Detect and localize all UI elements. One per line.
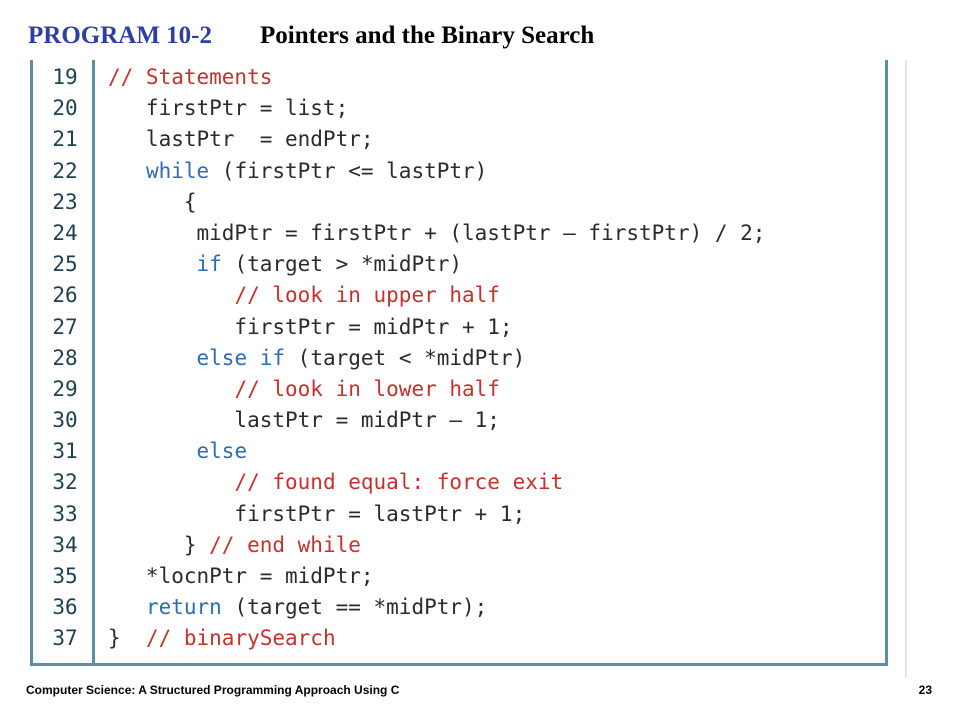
line-code: if (target > *midPtr) <box>108 249 463 280</box>
line-number: 31 <box>52 439 78 464</box>
code-listing-frame <box>30 60 888 666</box>
line-code: while (firstPtr <= lastPtr) <box>108 156 487 187</box>
code-line: 22 while (firstPtr <= lastPtr) <box>0 156 888 187</box>
code-comment: // look in lower half <box>234 376 500 401</box>
code-text <box>108 159 146 183</box>
line-number: 27 <box>52 314 78 339</box>
code-text <box>108 439 197 463</box>
code-line: 33 firstPtr = lastPtr + 1; <box>0 499 888 530</box>
code-text: lastPtr = endPtr; <box>108 127 374 152</box>
line-number: 24 <box>52 220 78 245</box>
code-line: 34 } // end while <box>0 530 888 561</box>
code-text: firstPtr = list; <box>108 96 349 121</box>
code-line: 35 *locnPtr = midPtr; <box>0 561 888 592</box>
code-text: *locnPtr = midPtr; <box>108 564 374 588</box>
code-line: 25 if (target > *midPtr) <box>0 249 888 280</box>
code-text: } <box>108 532 210 557</box>
code-text <box>108 470 234 494</box>
code-comment: // found equal: force exit <box>234 470 564 495</box>
code-keyword: return <box>145 595 222 620</box>
code-text: (target < *midPtr) <box>285 345 526 370</box>
line-code: lastPtr = midPtr – 1; <box>108 405 500 436</box>
line-code: firstPtr = midPtr + 1; <box>108 312 513 343</box>
code-line: 20 firstPtr = list; <box>0 93 888 124</box>
code-comment: // end while <box>209 532 361 557</box>
footer-page-number: 23 <box>918 683 932 697</box>
code-text: { <box>108 189 197 214</box>
program-title: Pointers and the Binary Search <box>260 22 595 49</box>
slide-edge-divider <box>905 60 907 678</box>
line-number: 34 <box>52 532 78 557</box>
line-number: 22 <box>52 158 78 183</box>
program-label: PROGRAM 10-2 <box>28 22 212 49</box>
code-line: 37} // binarySearch <box>0 623 888 654</box>
line-number: 28 <box>52 345 78 370</box>
footer-book-title: Computer Science: A Structured Programmi… <box>26 683 400 697</box>
line-number: 36 <box>52 595 78 620</box>
code-text: midPtr = firstPtr + (lastPtr – firstPtr)… <box>108 220 766 245</box>
code-comment: // Statements <box>108 65 273 89</box>
line-number: 21 <box>52 127 78 152</box>
code-text: firstPtr = midPtr + 1; <box>108 314 513 339</box>
line-number: 26 <box>52 283 78 308</box>
line-code: { <box>108 187 197 218</box>
code-line: 28 else if (target < *midPtr) <box>0 343 888 374</box>
line-number: 35 <box>52 564 78 588</box>
code-line: 31 else <box>0 436 888 467</box>
code-comment: // binarySearch <box>145 626 336 651</box>
line-code: // Statements <box>108 62 272 93</box>
line-number: 29 <box>52 376 78 401</box>
code-keyword: else if <box>196 345 286 370</box>
code-text <box>108 595 146 619</box>
code-keyword: while <box>145 158 210 183</box>
line-code: return (target == *midPtr); <box>108 592 487 623</box>
line-number: 20 <box>52 96 78 121</box>
line-code: // look in upper half <box>108 280 500 311</box>
line-code: else if (target < *midPtr) <box>108 343 526 374</box>
line-number: 30 <box>52 408 78 433</box>
code-line: 21 lastPtr = endPtr; <box>0 124 888 155</box>
code-line: 30 lastPtr = midPtr – 1; <box>0 405 888 436</box>
line-number: 37 <box>52 626 78 651</box>
line-number: 25 <box>52 252 78 277</box>
code-keyword: else <box>196 439 248 464</box>
line-code: // look in lower half <box>108 374 500 405</box>
code-text <box>108 346 197 370</box>
code-line: 36 return (target == *midPtr); <box>0 592 888 623</box>
line-code: } // binarySearch <box>108 623 336 654</box>
line-number: 32 <box>52 470 78 495</box>
line-number-gutter-divider <box>92 60 95 665</box>
code-line: 24 midPtr = firstPtr + (lastPtr – firstP… <box>0 218 888 249</box>
line-code: midPtr = firstPtr + (lastPtr – firstPtr)… <box>108 218 766 249</box>
code-line: 26 // look in upper half <box>0 280 888 311</box>
code-text <box>108 283 234 307</box>
code-line: 29 // look in lower half <box>0 374 888 405</box>
code-text: (firstPtr <= lastPtr) <box>209 158 488 183</box>
code-line: 27 firstPtr = midPtr + 1; <box>0 312 888 343</box>
code-line: 23 { <box>0 187 888 218</box>
code-line: 32 // found equal: force exit <box>0 467 888 498</box>
line-code: lastPtr = endPtr; <box>108 124 374 155</box>
line-number: 23 <box>52 189 78 214</box>
slide-title: PROGRAM 10-2 Pointers and the Binary Sea… <box>28 22 594 58</box>
line-number: 19 <box>52 65 78 89</box>
line-number: 33 <box>52 501 78 526</box>
code-line: 19 // Statements <box>0 62 888 93</box>
line-code: firstPtr = list; <box>108 93 348 124</box>
code-text: lastPtr = midPtr – 1; <box>108 408 500 433</box>
line-code: else <box>108 436 248 467</box>
line-code: } // end while <box>108 530 361 561</box>
code-text: (target == *midPtr); <box>221 595 488 620</box>
code-text: (target > *midPtr) <box>221 252 463 277</box>
line-code: firstPtr = lastPtr + 1; <box>108 499 525 530</box>
code-text: } <box>108 626 146 651</box>
line-code: // found equal: force exit <box>108 467 563 498</box>
code-text <box>108 252 197 276</box>
code-comment: // look in upper half <box>234 283 500 308</box>
code-keyword: if <box>196 252 222 277</box>
line-code: *locnPtr = midPtr; <box>108 561 374 592</box>
code-text <box>108 377 234 401</box>
code-text: firstPtr = lastPtr + 1; <box>108 501 526 526</box>
